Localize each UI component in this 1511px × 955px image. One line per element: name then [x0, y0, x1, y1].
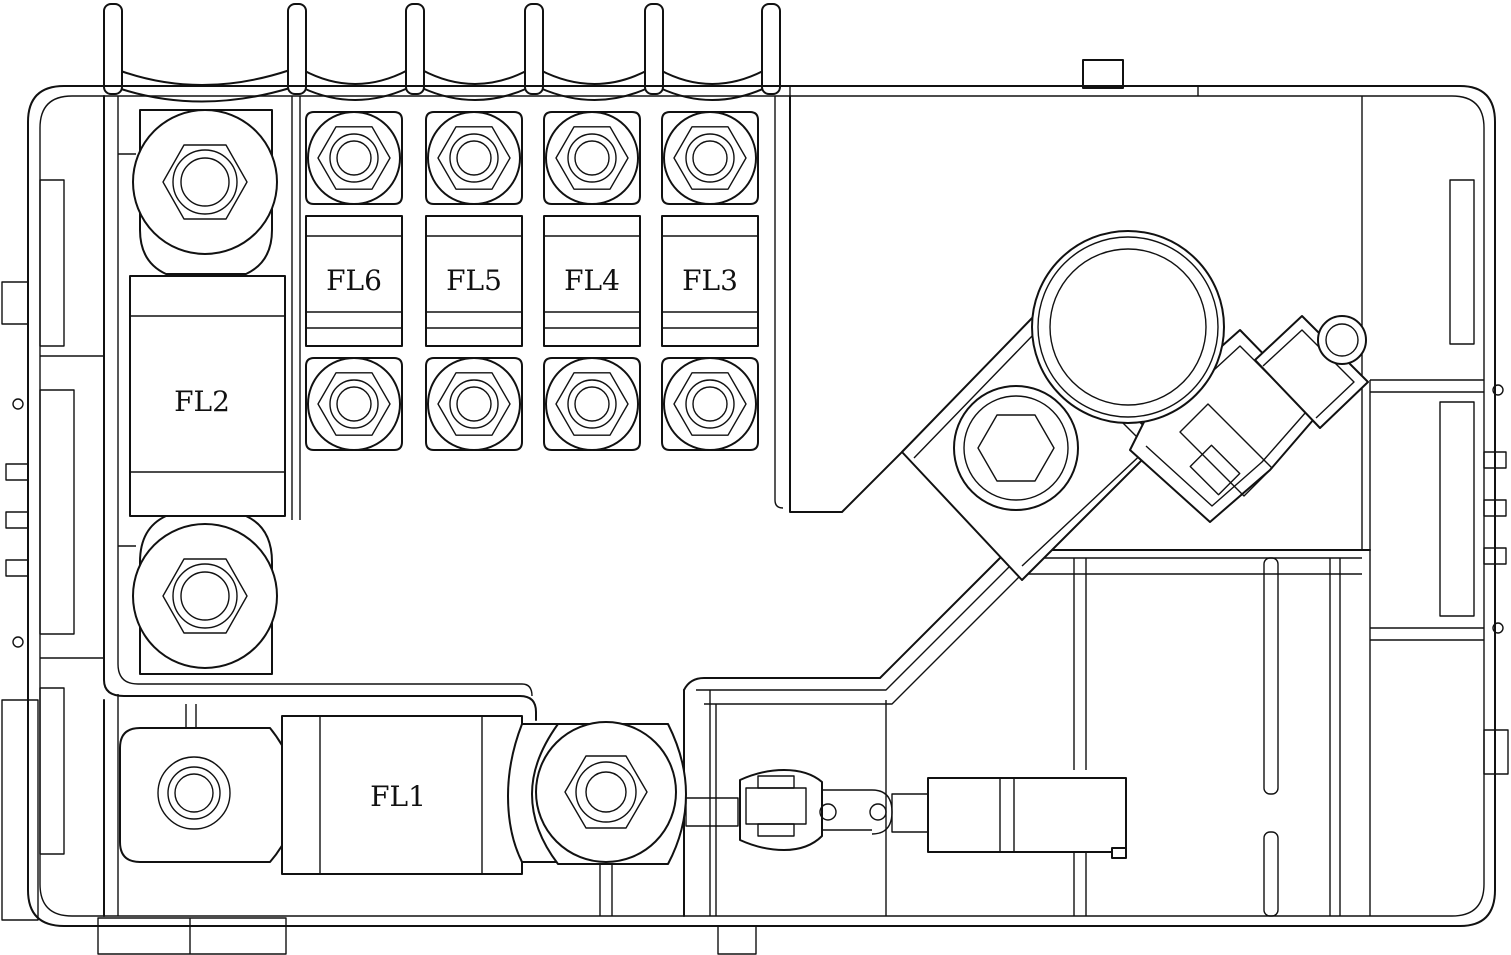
fl2-top-bolt [132, 109, 278, 255]
fl3-top-bolt [661, 111, 759, 205]
fuse-fl1: FL1 [119, 715, 561, 875]
fl4-top-bolt [543, 111, 641, 205]
terminal-connector [685, 769, 1127, 859]
fl4-bottom-bolt [543, 357, 641, 451]
fuse-label-fl6: FL6 [326, 264, 382, 297]
fl1-right-bolt [531, 721, 687, 865]
fl1-left-bolt [157, 756, 231, 830]
fuse-fl5: FL5 [425, 111, 523, 451]
housing-outline [1, 85, 1509, 955]
small-fuse-row: FL6 FL5 FL4 FL3 [305, 111, 759, 451]
fuse-label-fl5: FL5 [446, 264, 502, 297]
fuse-label-fl1: FL1 [370, 780, 426, 813]
fl6-top-bolt [305, 111, 403, 205]
fuse-label-fl2: FL2 [174, 385, 230, 418]
fl5-bottom-bolt [425, 357, 523, 451]
fl3-bottom-bolt [661, 357, 759, 451]
fl2-bottom-bolt [132, 523, 278, 669]
fuse-fl3: FL3 [661, 111, 759, 451]
fl5-top-bolt [425, 111, 523, 205]
fuse-label-fl3: FL3 [682, 264, 738, 297]
top-post-rail [103, 3, 1124, 103]
fl6-bottom-bolt [305, 357, 403, 451]
fuse-label-fl4: FL4 [564, 264, 620, 297]
battery-terminal [901, 230, 1369, 581]
fuse-fl4: FL4 [543, 111, 641, 451]
interior-walls [103, 95, 1371, 917]
fuse-fl6: FL6 [305, 111, 403, 451]
